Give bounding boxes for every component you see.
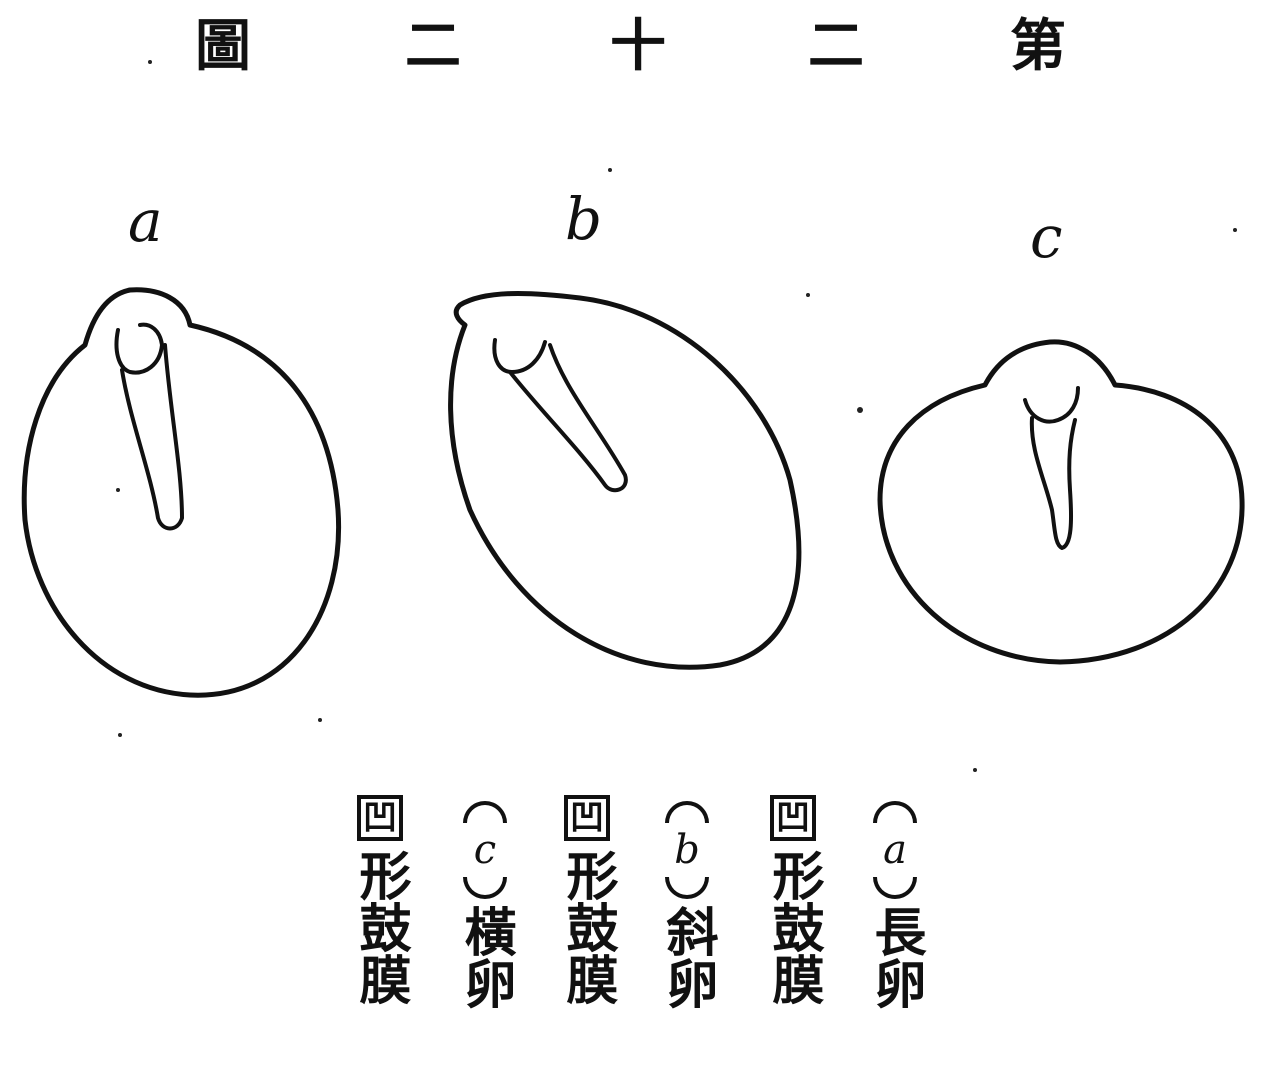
eardrum-figure-c xyxy=(880,342,1242,662)
eardrum-malleus-head-b xyxy=(494,340,545,372)
caption-long-oval: a 長卵 xyxy=(860,795,930,1009)
caption-concave-membrane-a: 凹 形鼓膜 xyxy=(758,795,828,1005)
paren-top-arc xyxy=(873,801,917,823)
caption-text: 長卵 xyxy=(869,905,921,1009)
eardrum-figure-b xyxy=(451,294,799,668)
caption-text: 形鼓膜 xyxy=(354,849,406,1005)
eardrum-figure-a xyxy=(24,290,338,695)
eardrum-outline-c xyxy=(880,342,1242,662)
caption-letter-a: a xyxy=(883,827,907,873)
caption-text: 形鼓膜 xyxy=(561,849,613,1005)
caption-bracket: 凹 xyxy=(564,795,610,841)
caption-text: 斜卵 xyxy=(661,905,713,1009)
caption-concave-membrane-b: 凹 形鼓膜 xyxy=(552,795,622,1005)
caption-bracket: 凹 xyxy=(770,795,816,841)
paren-top-arc xyxy=(665,801,709,823)
caption-text: 橫卵 xyxy=(459,905,511,1009)
eardrum-malleus-handle-c xyxy=(1032,418,1075,548)
eardrum-malleus-head-a xyxy=(117,325,163,373)
caption-bracket: 凹 xyxy=(357,795,403,841)
caption-letter-c: c xyxy=(474,827,496,873)
paren-bottom-arc xyxy=(665,877,709,899)
eardrum-drawings xyxy=(0,0,1264,780)
paren-bottom-arc xyxy=(463,877,507,899)
paren-bottom-arc xyxy=(873,877,917,899)
caption-transverse-oval: c 橫卵 xyxy=(450,795,520,1009)
caption-letter-b: b xyxy=(674,827,700,873)
caption-concave-membrane-c: 凹 形鼓膜 xyxy=(345,795,415,1005)
caption-text: 形鼓膜 xyxy=(767,849,819,1005)
paren-top-arc xyxy=(463,801,507,823)
caption-paren-a: a xyxy=(867,795,923,905)
caption-oblique-oval: b 斜卵 xyxy=(652,795,722,1009)
caption-paren-c: c xyxy=(457,795,513,905)
caption-paren-b: b xyxy=(659,795,715,905)
